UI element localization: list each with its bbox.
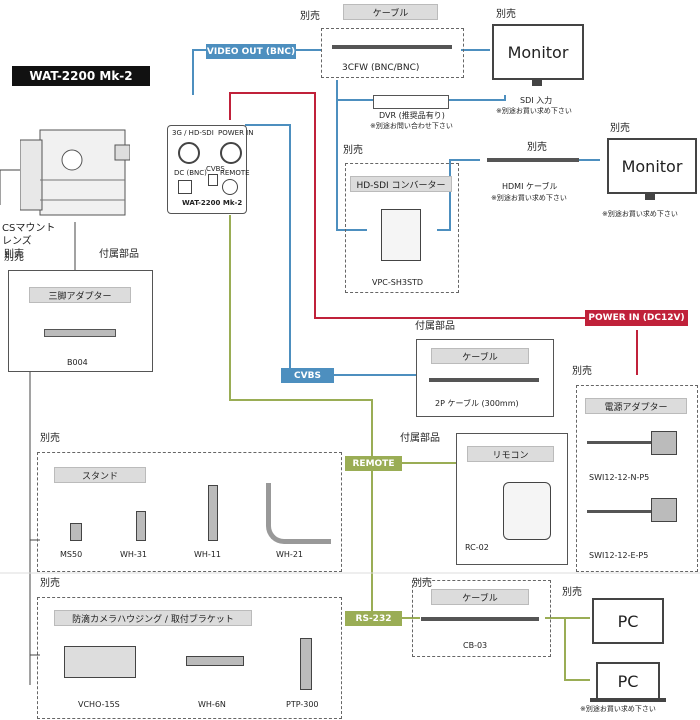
stand-label: スタンド [54,467,146,483]
power-adapter-n-icon [651,431,677,455]
tripod-label: 三脚アダプター [29,287,131,303]
remote-connector-icon [222,179,238,195]
laptop-base [590,698,666,702]
dvr-device [373,95,449,109]
hdmi-sold: 別売 [527,142,547,153]
product-title: WAT-2200 Mk-2 [12,66,150,86]
power-adapter-box: 電源アダプター SWI12-12-N-P5 SWI12-12-E-P5 [576,385,698,572]
remote-control-icon [503,482,551,540]
ms50-icon [70,523,82,541]
pc-desktop: PC [592,598,664,644]
power-adapter-label: 電源アダプター [585,398,687,414]
cable-cb-label: ケーブル [431,589,529,605]
wh31-icon [136,511,146,541]
monitor2-sold: 別売 [610,123,630,134]
stand-box: スタンド MS50 WH-31 WH-11 WH-21 [37,452,342,572]
tripod-accessory: 付属部品 [99,249,139,260]
power-connector-icon [220,142,242,164]
hdmi-name: HDMI ケーブル [502,182,558,191]
pc-laptop: PC [596,662,660,700]
cable2p-accessory: 付属部品 [415,321,455,332]
bnc-cable-icon [332,45,452,49]
monitor2: Monitor [607,138,697,194]
cable-top-sold: 別売 [300,11,320,22]
hdmi-note: ※別途お買い求め下さい [491,194,567,202]
lens-sold-label: 別売 [4,252,24,263]
cable-cb-box: ケーブル CB-03 [412,580,551,657]
tripod-sold: 別売 [4,249,24,260]
pc-note: ※別途お買い求め下さい [580,705,656,713]
cvbs-tag: CVBS [281,368,334,383]
stand-sold: 別売 [40,433,60,444]
converter-sold: 別売 [343,145,363,156]
ptp-300-icon [300,638,312,690]
monitor2-stand [645,194,655,200]
vcho-15s-icon [64,646,136,678]
monitor1-note: ※別途お買い求め下さい [496,107,572,115]
power-cable-e-icon [587,510,651,513]
tripod-box: 三脚アダプター B004 [8,270,153,372]
power-cable-n-icon [587,441,651,444]
monitor1-stand [532,80,542,86]
cable2p-icon [429,378,539,382]
power-in-tag: POWER IN (DC12V) [585,310,688,326]
monitor1-sold: 別売 [496,9,516,20]
wh21-icon [266,483,331,544]
camera-back-panel: 3G / HD-SDI POWER IN CVBS DC (BNC) REMOT… [167,125,253,214]
converter-device-icon [381,209,421,261]
hdmi-cable-icon [487,158,579,162]
monitor1: Monitor [492,24,584,80]
remote-box: リモコン RC-02 [456,433,568,565]
rs232-tag: RS-232 [345,611,402,626]
dc-connector-icon [178,180,192,194]
wh-6n-icon [186,656,244,666]
remote-tag: REMOTE [345,456,402,471]
converter-box: HD-SDI コンバーター VPC-SH3STD [345,163,459,293]
cable2p-box: ケーブル 2P ケーブル (300mm) [416,339,554,417]
dvr-name: DVR (推奨品有り) [379,111,445,120]
monitor2-note: ※別途お買い求め下さい [602,210,678,218]
lens-label: CSマウント レンズ [2,223,56,247]
cb-03-cable-icon [421,617,539,621]
housing-box: 防滴カメラハウジング / 取付ブラケット VCHO-15S WH-6N PTP-… [37,597,342,719]
cable2p-label: ケーブル [431,348,529,364]
remote-label: リモコン [467,446,554,462]
housing-label: 防滴カメラハウジング / 取付ブラケット [54,610,252,626]
power-adapter-e-icon [651,498,677,522]
power-adapter-sold: 別売 [572,366,592,377]
cvbs-connector-icon [208,174,218,186]
cable-cb-sold: 別売 [412,578,432,589]
housing-sold: 別売 [40,578,60,589]
dvr-note: ※別途お問い合わせ下さい [370,122,453,130]
wh11-icon [208,485,218,541]
pc-sold: 別売 [562,587,582,598]
camera-body-image [20,120,130,220]
remote-accessory: 付属部品 [400,433,440,444]
video-out-tag: VIDEO OUT (BNC) [206,44,296,59]
monitor1-caption: SDI 入力 [520,96,553,105]
bnc-connector-icon [178,142,200,164]
tripod-adapter-icon [44,329,116,337]
cable-top-box: 3CFW (BNC/BNC) [321,28,464,78]
converter-label: HD-SDI コンバーター [350,176,452,192]
cable-top-label: ケーブル [343,4,438,20]
